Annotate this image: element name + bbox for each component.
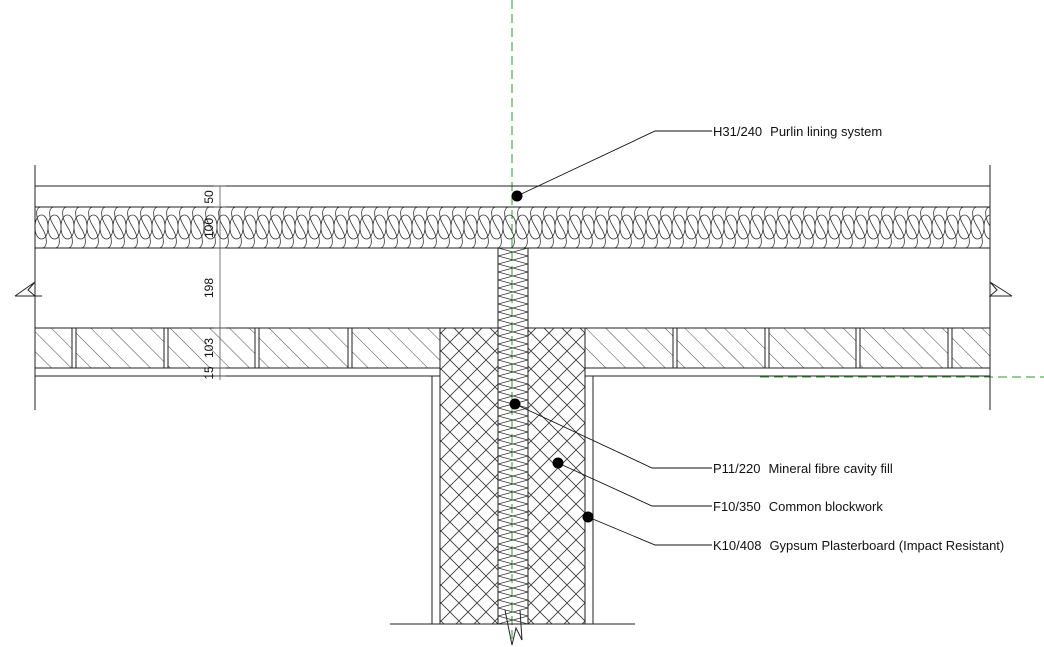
dim-198: 198 <box>202 278 216 298</box>
left-break-symbol <box>14 281 36 297</box>
dim-103: 103 <box>202 338 216 358</box>
label-plasterboard-text: Gypsum Plasterboard (Impact Resistant) <box>769 538 1004 553</box>
leader-purlin <box>516 130 712 197</box>
leader-plasterboard <box>587 516 712 546</box>
leader-cavity-fill <box>514 403 712 469</box>
plaster-band-right <box>584 367 991 377</box>
plasterboard-left-face <box>431 375 441 625</box>
leader-blockwork <box>557 462 712 507</box>
label-blockwork-text: Common blockwork <box>769 499 884 514</box>
left-break-tail <box>15 270 42 297</box>
right-break-symbol <box>988 281 1013 297</box>
label-blockwork: F10/350 Common blockwork <box>713 499 883 514</box>
dot-plasterboard <box>582 511 594 523</box>
label-purlin-text: Purlin lining system <box>770 124 882 139</box>
label-cavity-text: Mineral fibre cavity fill <box>768 461 892 476</box>
insulation-layer <box>34 206 991 249</box>
label-purlin: H31/240 Purlin lining system <box>713 124 882 139</box>
plasterboard-right-face <box>584 375 594 625</box>
blockwork-band-left <box>34 327 441 369</box>
dot-cavity-fill <box>509 398 521 410</box>
cavity-fill <box>497 247 529 625</box>
dot-blockwork <box>552 457 564 469</box>
label-plasterboard-code: K10/408 <box>713 538 761 553</box>
blockwork-leaf-right <box>527 327 586 625</box>
label-blockwork-code: F10/350 <box>713 499 761 514</box>
label-cavity-fill: P11/220 Mineral fibre cavity fill <box>713 461 893 476</box>
dim-100: 100 <box>202 218 216 238</box>
bottom-break-symbol <box>504 609 523 646</box>
blockwork-band-right <box>584 327 991 369</box>
dimension-string <box>214 185 226 380</box>
label-cavity-code: P11/220 <box>713 461 760 476</box>
plaster-band-left <box>34 367 441 377</box>
dim-15: 15 <box>202 366 216 380</box>
dot-purlin <box>511 190 523 202</box>
label-purlin-code: H31/240 <box>713 124 762 139</box>
blockwork-leaf-left <box>439 327 499 625</box>
dim-50: 50 <box>202 190 216 204</box>
label-plasterboard: K10/408 Gypsum Plasterboard (Impact Resis… <box>713 538 1004 553</box>
